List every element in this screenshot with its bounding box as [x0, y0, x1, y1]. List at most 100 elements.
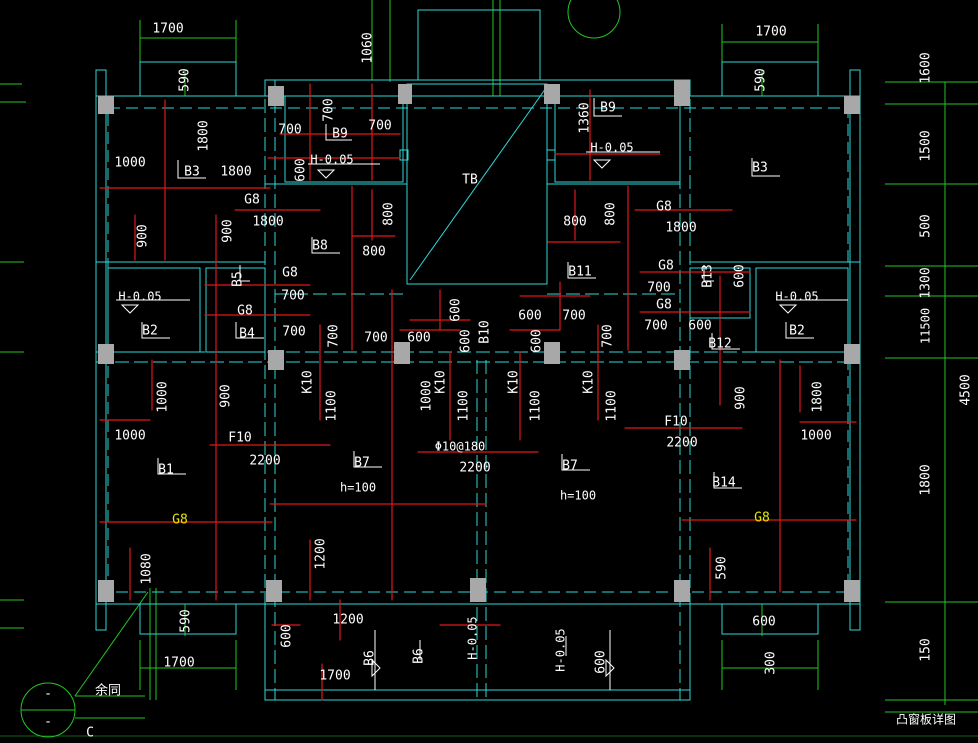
drawing-label: G8: [172, 513, 188, 528]
drawing-label: B12: [708, 337, 731, 352]
drawing-label: 700: [647, 281, 670, 296]
drawing-label: B6: [412, 648, 427, 664]
drawing-label: H-0.05: [775, 290, 818, 304]
drawing-label: B9: [332, 127, 348, 142]
drawing-label: 700: [281, 289, 304, 304]
drawing-label: B2: [789, 324, 805, 339]
drawing-label: B7: [562, 459, 578, 474]
drawing-label: -: [44, 687, 52, 702]
drawing-label: 500: [919, 214, 934, 237]
drawing-label: 600: [688, 319, 711, 334]
drawing-label: 1800: [197, 120, 212, 151]
drawing-label: F10: [228, 431, 251, 446]
drawing-label: 800: [563, 215, 586, 230]
drawing-label: 1000: [420, 380, 435, 411]
drawing-label: C: [86, 726, 94, 741]
drawing-label: 1800: [919, 464, 934, 495]
drawing-label: H-0.05: [310, 153, 353, 167]
drawing-label: G8: [658, 259, 674, 274]
drawing-label: B8: [312, 239, 328, 254]
drawing-label: 1800: [252, 215, 283, 230]
slab-symbols: [116, 98, 848, 690]
drawing-label: 700: [322, 98, 337, 121]
drawing-label: 150: [919, 638, 934, 661]
drawing-label: 700: [364, 331, 387, 346]
drawing-label: G8: [754, 511, 770, 526]
drawing-label: B9: [600, 101, 616, 116]
drawing-label: 700: [278, 123, 301, 138]
drawing-label: 1800: [220, 165, 251, 180]
drawing-label: B5: [231, 271, 246, 287]
drawing-label: 600: [752, 615, 775, 630]
drawing-label: 1000: [156, 381, 171, 412]
drawing-label: 700: [644, 319, 667, 334]
drawing-label: 1100: [605, 390, 620, 421]
drawing-label: 2200: [666, 436, 697, 451]
drawing-label: K10: [507, 370, 522, 393]
drawing-label: F10: [664, 415, 687, 430]
drawing-label: 590: [715, 556, 730, 579]
drawing-label: 凸窗板详图: [896, 712, 956, 727]
drawing-label: 1300: [919, 267, 934, 298]
drawing-label: 700: [327, 324, 342, 347]
drawing-label: 1600: [919, 52, 934, 83]
drawing-label: 1360: [578, 102, 593, 133]
drawing-label: 1700: [319, 669, 350, 684]
drawing-label: B10: [478, 320, 493, 343]
drawing-label: G8: [237, 304, 253, 319]
drawing-label: 900: [734, 386, 749, 409]
drawing-label: 590: [179, 609, 194, 632]
drawing-label: 800: [362, 245, 385, 260]
drawing-label: B2: [142, 324, 158, 339]
drawing-label: 700: [601, 324, 616, 347]
drawing-label: h=100: [560, 489, 596, 503]
drawing-label: 1800: [665, 221, 696, 236]
drawing-label: G8: [244, 193, 260, 208]
drawing-label: 2200: [249, 454, 280, 469]
drawing-label: G8: [282, 266, 298, 281]
drawing-label: 700: [282, 325, 305, 340]
drawing-label: 600: [594, 650, 609, 673]
drawing-label: 600: [407, 331, 430, 346]
drawing-label: 4500: [959, 374, 974, 405]
drawing-label: 余同: [95, 683, 121, 699]
drawing-label: 800: [604, 202, 619, 225]
drawing-label: 900: [219, 384, 234, 407]
drawing-label: B14: [712, 476, 736, 491]
drawing-label: -: [44, 715, 52, 730]
drawing-label: 600: [459, 329, 474, 352]
drawing-label: B11: [568, 265, 591, 280]
drawing-label: 1500: [919, 130, 934, 161]
drawing-label: 700: [562, 309, 585, 324]
drawing-label: 11500: [919, 308, 933, 344]
drawing-label: Φ10@180: [435, 440, 486, 454]
drawing-label: K10: [301, 370, 316, 393]
drawing-label: 1000: [114, 429, 145, 444]
drawing-label: B13: [701, 264, 716, 287]
drawing-label: h=100: [340, 481, 376, 495]
drawing-label: 600: [733, 264, 748, 287]
drawing-label: 590: [178, 68, 193, 91]
drawing-label: 1700: [163, 656, 194, 671]
drawing-label: B3: [184, 165, 200, 180]
drawing-label: K10: [434, 370, 449, 393]
drawing-label: TB: [462, 173, 478, 188]
drawing-label: 1080: [140, 553, 155, 584]
drawing-label: 1200: [332, 613, 363, 628]
drawing-label: 600: [530, 329, 545, 352]
drawing-label: 900: [221, 219, 236, 242]
drawing-label: 1700: [755, 25, 786, 40]
drawing-label: 1100: [457, 390, 472, 421]
drawing-label: G8: [656, 200, 672, 215]
drawing-label: 1200: [314, 538, 329, 569]
drawing-label: B7: [354, 456, 370, 471]
drawing-label: B6: [363, 650, 378, 666]
drawing-label: 600: [294, 158, 309, 181]
drawing-label: B4: [239, 327, 255, 342]
drawing-label: H-0.05: [466, 616, 480, 659]
drawing-label: 300: [764, 651, 779, 674]
